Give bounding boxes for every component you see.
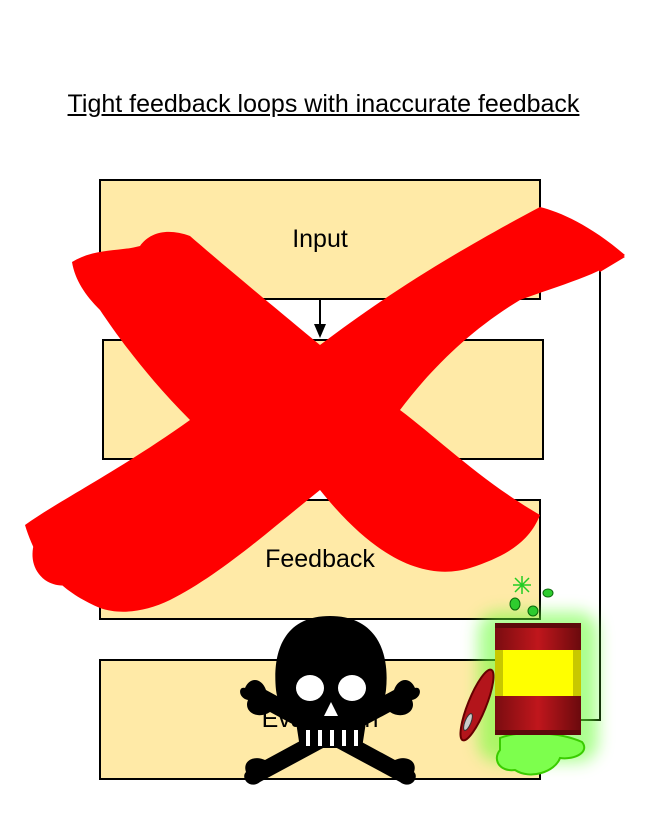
feedback-label: Feedback bbox=[265, 545, 375, 573]
skull-crossbones-icon bbox=[240, 616, 420, 785]
arrow-input-to-middle bbox=[314, 300, 326, 338]
toxic-barrel-icon bbox=[459, 576, 598, 776]
input-label: Input bbox=[292, 225, 348, 253]
red-x-icon bbox=[25, 207, 625, 612]
diagram-title: Tight feedback loops with inaccurate fee… bbox=[67, 90, 580, 118]
